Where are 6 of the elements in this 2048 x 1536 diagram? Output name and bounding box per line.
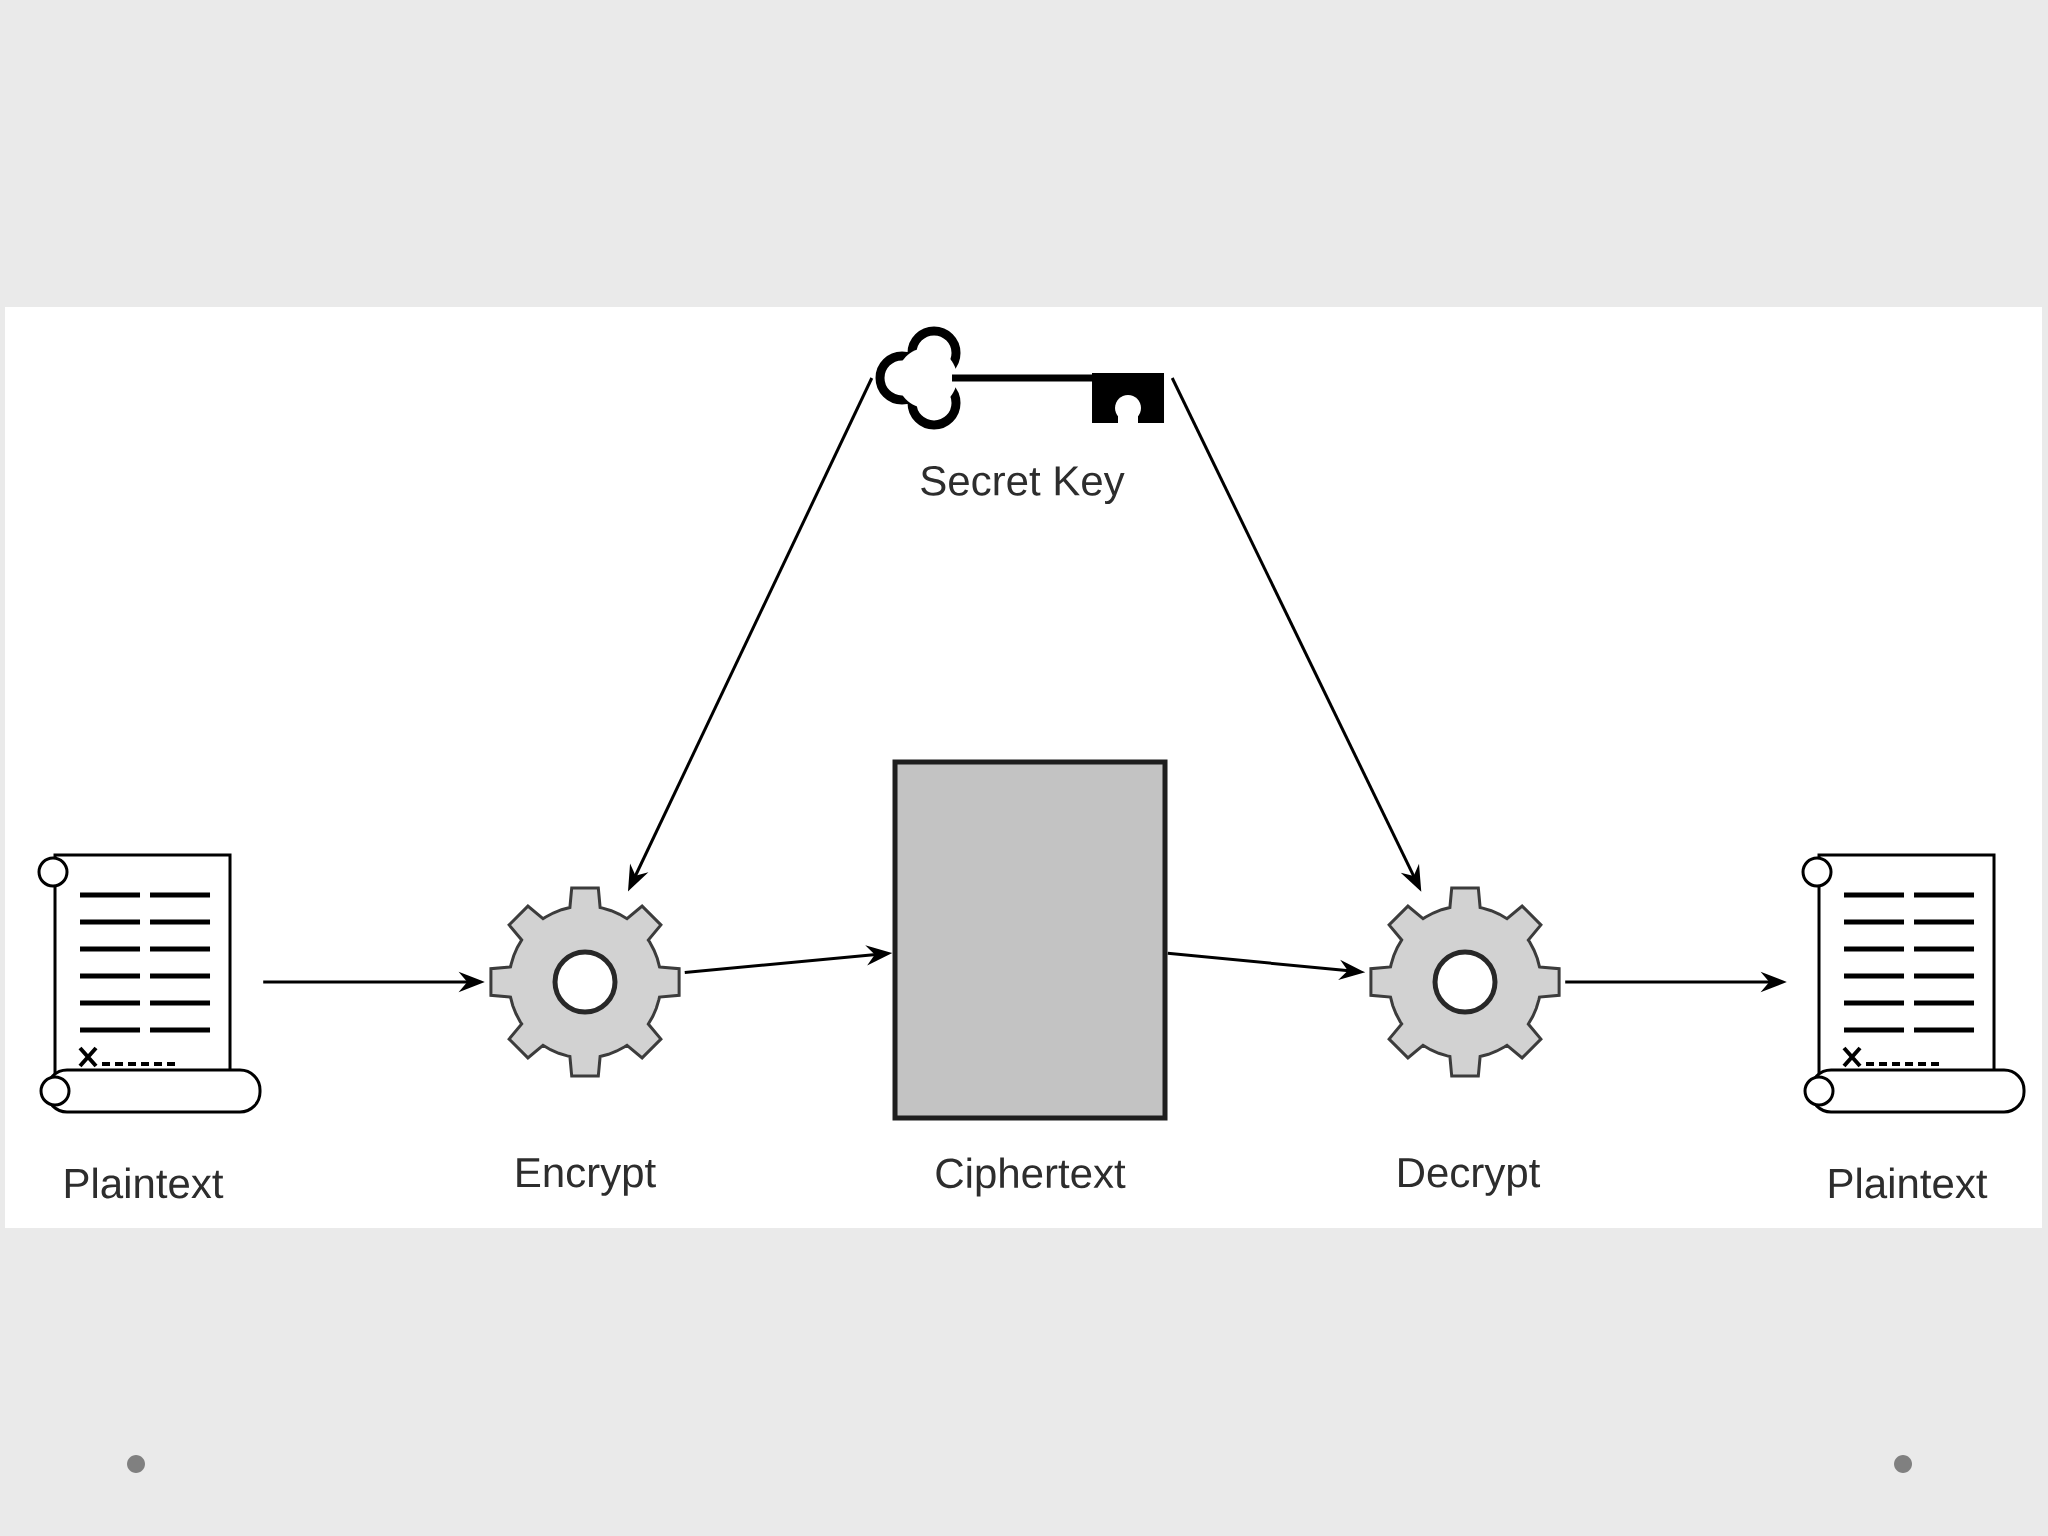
node-label: Plaintext [65,1167,224,1199]
node-label: Ciphertext [936,1157,1126,1197]
node-label: Secret Key [921,466,1125,504]
node-label: Decrypt [1399,1158,1541,1196]
node-label: Plaintext [1829,1167,1988,1199]
node-label: Encrypt [517,1158,656,1196]
